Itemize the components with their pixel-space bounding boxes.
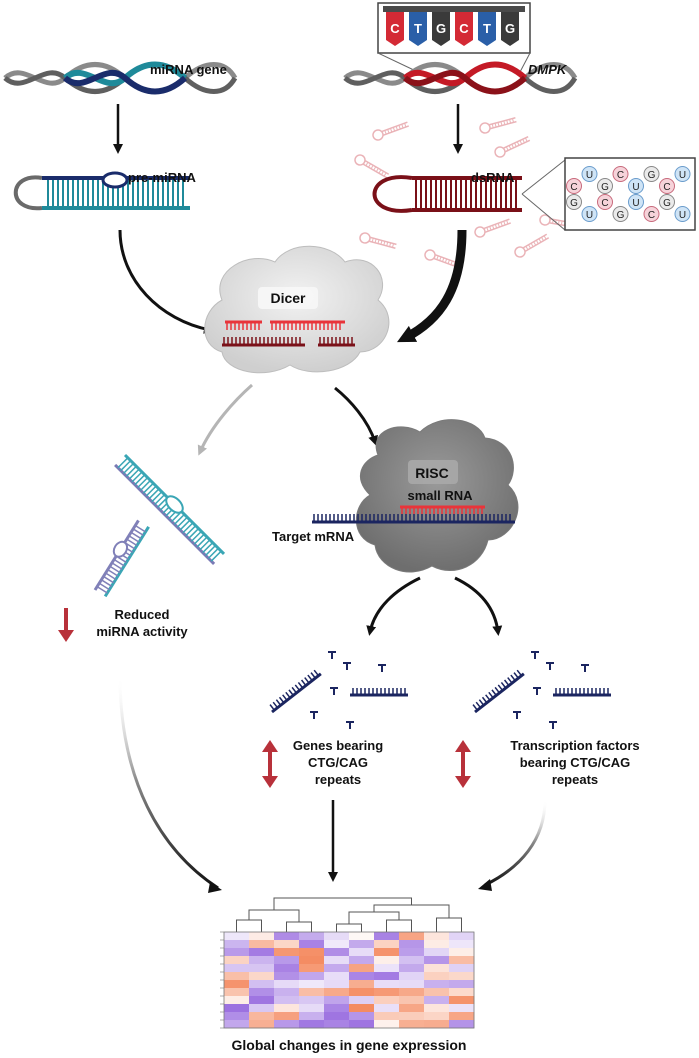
pairing-base: U bbox=[581, 206, 598, 222]
arrow-dsrna-to-dicer bbox=[396, 229, 467, 343]
expression-heatmap bbox=[220, 897, 475, 1029]
dsrna-hairpin bbox=[372, 175, 522, 213]
svg-text:C: C bbox=[617, 170, 624, 181]
pairing-base: C bbox=[659, 178, 675, 194]
pairing-base: C bbox=[643, 206, 660, 222]
dsrna-label: dsRNA bbox=[471, 170, 515, 185]
svg-text:C: C bbox=[663, 182, 670, 193]
repeat-tag-4: T bbox=[478, 12, 496, 46]
svg-text:U: U bbox=[586, 210, 593, 221]
svg-text:U: U bbox=[632, 198, 639, 209]
pairing-base: C bbox=[597, 194, 613, 210]
global-changes-label: Global changes in gene expression bbox=[232, 1037, 467, 1053]
pairing-base: C bbox=[566, 178, 582, 194]
svg-text:U: U bbox=[679, 210, 686, 221]
repeat-tag-3: C bbox=[455, 12, 473, 46]
tfs-label-2: bearing CTG/CAG bbox=[520, 755, 631, 770]
arrow-tfs-to-global bbox=[484, 799, 547, 887]
reduced-label-2: miRNA activity bbox=[96, 624, 188, 639]
dicer-label: Dicer bbox=[270, 290, 306, 306]
repeat-tag-5: G bbox=[501, 12, 519, 46]
pairing-base: U bbox=[628, 178, 644, 194]
repeat-tag-letter: T bbox=[483, 21, 491, 36]
svg-text:U: U bbox=[679, 170, 686, 181]
target-mrna-label: Target mRNA bbox=[272, 529, 355, 544]
pairing-base: C bbox=[612, 166, 629, 182]
risc-complex bbox=[312, 419, 519, 573]
repeat-tag-letter: C bbox=[459, 21, 469, 36]
pairing-base: U bbox=[581, 166, 598, 182]
small-hairpin bbox=[372, 121, 410, 141]
arrow-dicer-to-mirna bbox=[197, 383, 253, 456]
updown-arrow-tfs bbox=[455, 740, 471, 788]
pairing-base: U bbox=[674, 206, 691, 222]
arrow-dicer-to-risc bbox=[334, 386, 378, 446]
arrow-premirna-to-dicer bbox=[118, 229, 214, 334]
small-hairpin bbox=[354, 154, 390, 179]
pairing-base: U bbox=[628, 194, 644, 210]
mirna-gene-label: miRNA gene bbox=[150, 62, 227, 77]
tfs-label-3: repeats bbox=[552, 772, 598, 787]
arrow-risc-to-genes bbox=[366, 576, 421, 636]
cleaved-mrna-tfs bbox=[472, 651, 611, 729]
svg-text:G: G bbox=[601, 182, 609, 193]
arrow-risc-to-tfs bbox=[454, 576, 503, 636]
small-rna-label: small RNA bbox=[407, 488, 473, 503]
repeat-tag-1: T bbox=[409, 12, 427, 46]
svg-text:C: C bbox=[601, 198, 608, 209]
small-hairpin bbox=[494, 135, 531, 158]
pre-mirna-hairpin bbox=[13, 171, 190, 211]
svg-text:G: G bbox=[570, 198, 578, 209]
arrow-mirna-to-global bbox=[118, 674, 219, 890]
svg-text:G: G bbox=[663, 198, 671, 209]
svg-text:C: C bbox=[648, 210, 655, 221]
genes-label-3: repeats bbox=[315, 772, 361, 787]
pairing-base: G bbox=[597, 178, 613, 194]
repeat-tag-letter: T bbox=[414, 21, 422, 36]
pairing-base: G bbox=[643, 166, 660, 182]
reduced-label-1: Reduced bbox=[115, 607, 170, 622]
dmpk-label: DMPK bbox=[528, 62, 568, 77]
repeat-tag-letter: G bbox=[436, 21, 446, 36]
svg-text:U: U bbox=[586, 170, 593, 181]
repeat-tag-letter: G bbox=[505, 21, 515, 36]
updown-arrow-genes bbox=[262, 740, 278, 788]
genes-label-1: Genes bearing bbox=[293, 738, 383, 753]
pre-mirna-label: pre-miRNA bbox=[128, 170, 197, 185]
pairing-base: G bbox=[566, 194, 582, 210]
repeat-tag-letter: C bbox=[390, 21, 400, 36]
cleaved-mrna-genes bbox=[269, 651, 408, 729]
small-hairpin bbox=[479, 117, 517, 134]
svg-text:U: U bbox=[632, 182, 639, 193]
small-hairpin bbox=[474, 218, 512, 238]
svg-text:G: G bbox=[648, 170, 656, 181]
small-hairpin bbox=[359, 232, 397, 249]
pairing-base: G bbox=[612, 206, 629, 222]
mirna-duplex-fragments bbox=[93, 453, 226, 598]
repeat-tag-0: C bbox=[386, 12, 404, 46]
pairing-base: G bbox=[659, 194, 675, 210]
dicer-complex bbox=[204, 245, 390, 374]
repeat-tag-2: G bbox=[432, 12, 450, 46]
risc-label: RISC bbox=[415, 465, 448, 481]
down-arrow-reduced bbox=[58, 608, 74, 642]
tfs-label-1: Transcription factors bbox=[510, 738, 639, 753]
svg-text:C: C bbox=[570, 182, 577, 193]
mirna-gene-dna bbox=[3, 61, 238, 95]
genes-label-2: CTG/CAG bbox=[308, 755, 368, 770]
pairing-base: U bbox=[674, 166, 691, 182]
svg-text:G: G bbox=[617, 210, 625, 221]
dmpk-gene-dna bbox=[343, 61, 578, 95]
small-hairpin bbox=[514, 233, 550, 258]
